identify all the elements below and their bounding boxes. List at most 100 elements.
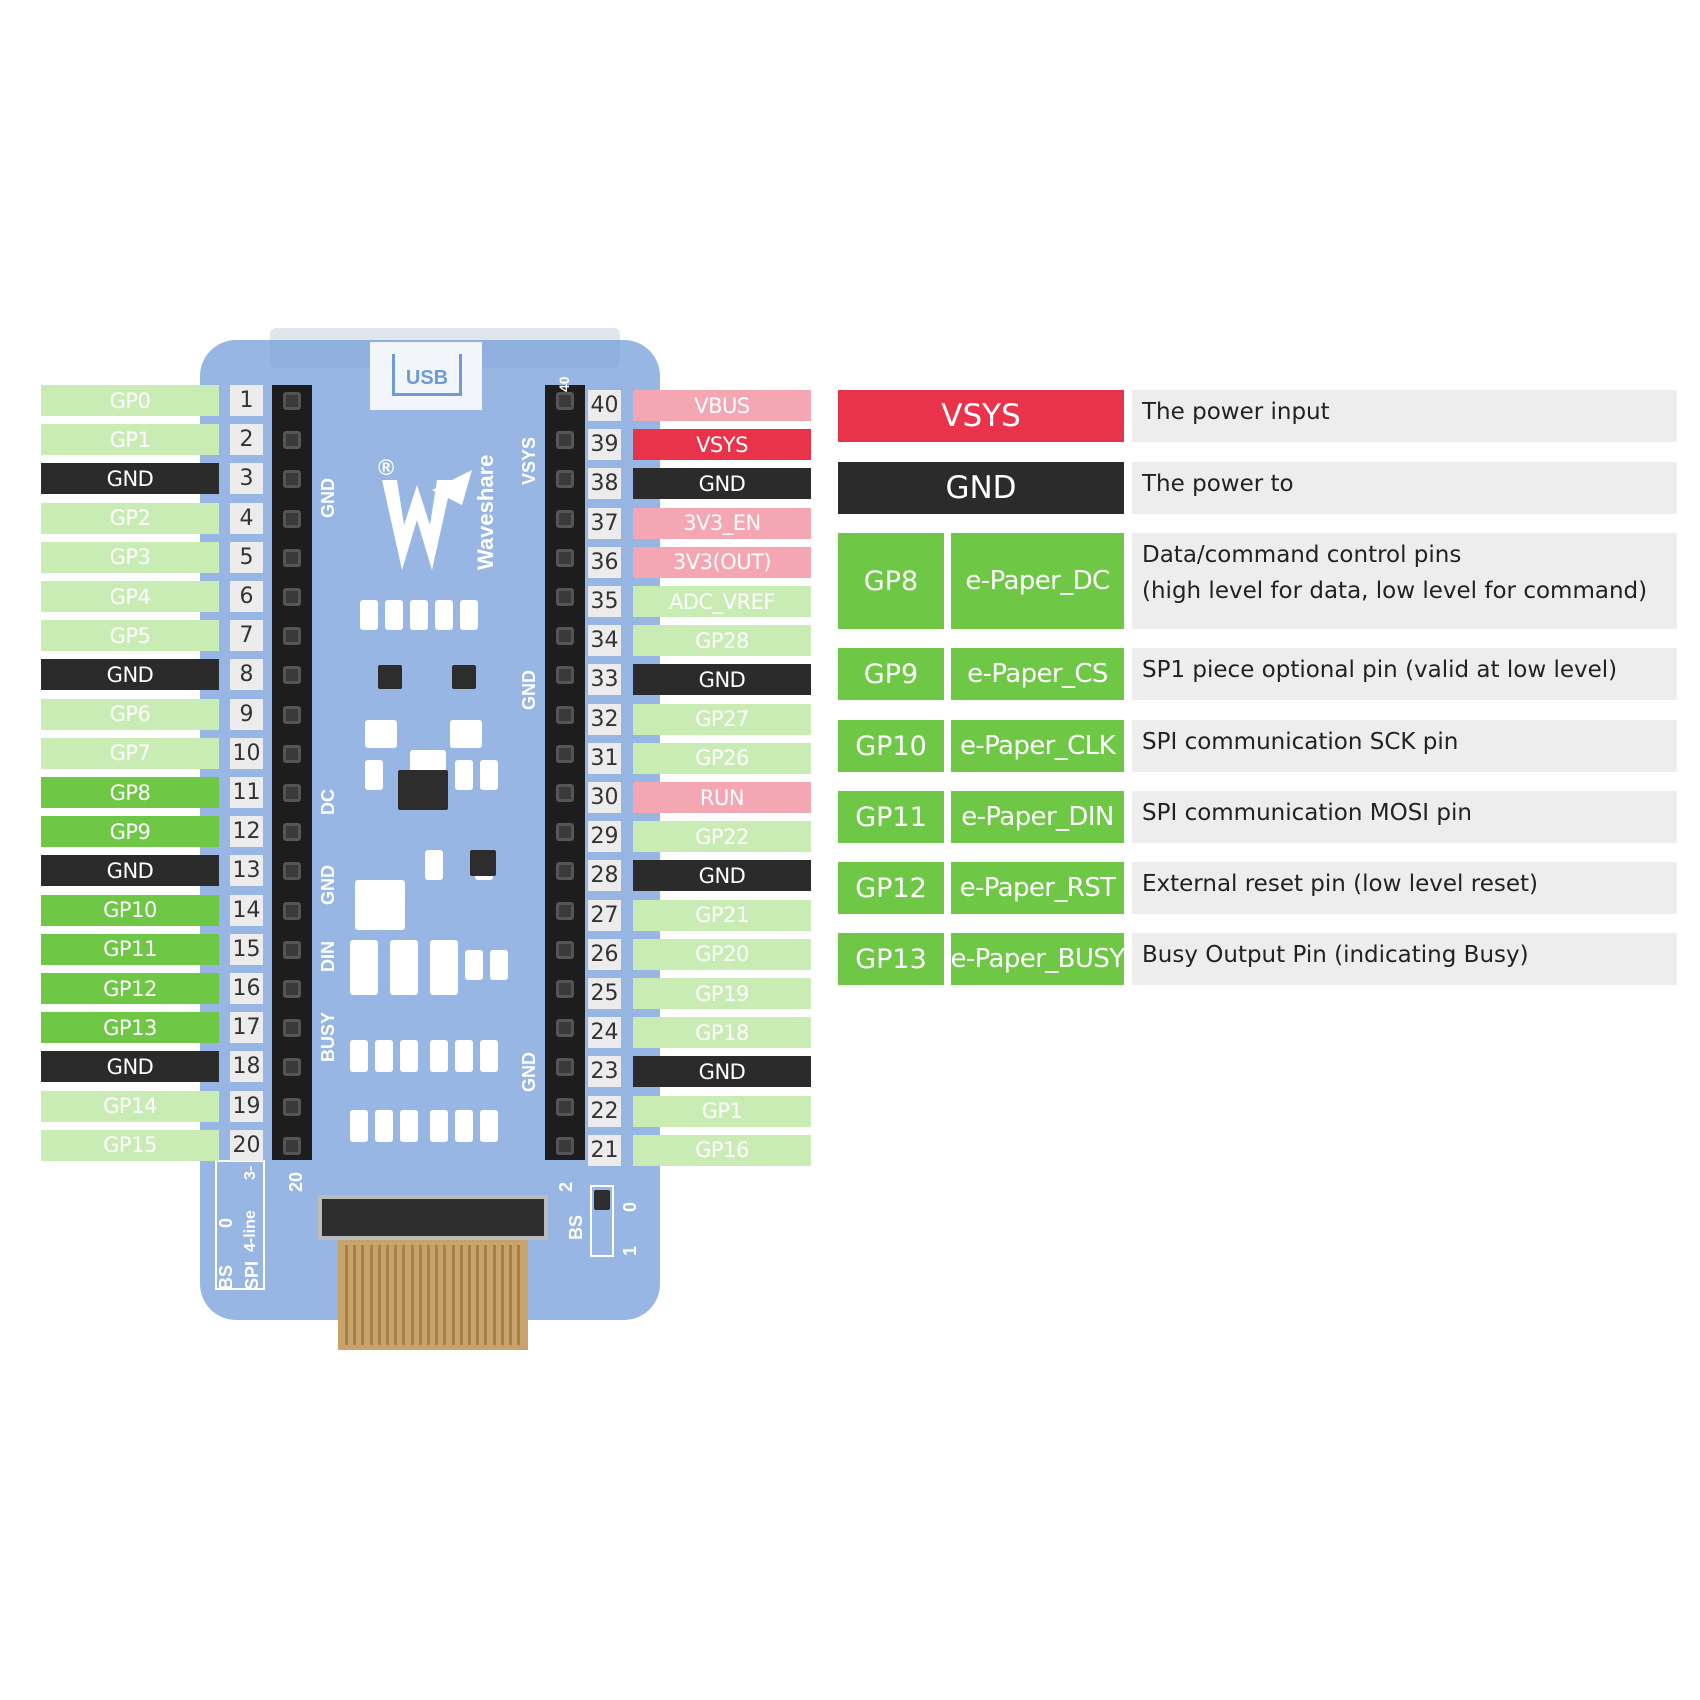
pin-label-gnd: GND (41, 855, 219, 887)
table-description: Data/command control pins(high level for… (1132, 533, 1677, 629)
board-component (430, 1040, 448, 1072)
ffc-trace (459, 1245, 463, 1345)
pin-label-gp1: GP1 (633, 1095, 811, 1127)
pin-label-gnd: GND (633, 860, 811, 892)
pin-number: 3 (230, 463, 263, 495)
pin-label-gp2: GP2 (41, 502, 219, 534)
header-hole (283, 901, 301, 920)
table-pin-vsys: VSYS (838, 390, 1124, 442)
pin-number: 34 (588, 625, 621, 657)
table-function: e-Paper_BUSY (951, 933, 1124, 985)
pin-label-adc_vref: ADC_VREF (633, 586, 811, 617)
header-hole (556, 392, 574, 410)
pin-label-gp9: GP9 (41, 816, 219, 848)
table-description: The power input (1132, 390, 1677, 442)
pin-number: 2 (230, 424, 263, 456)
board-component (350, 1110, 368, 1142)
board-component (480, 1040, 498, 1072)
table-function: e-Paper_DIN (951, 791, 1124, 843)
pin-label-gp6: GP6 (41, 698, 219, 730)
pin-number: 13 (230, 855, 263, 887)
pin-number: 8 (230, 659, 263, 691)
ffc-trace (418, 1245, 422, 1345)
pin-number: 30 (588, 782, 621, 813)
description-line: SP1 piece optional pin (valid at low lev… (1142, 657, 1618, 683)
ffc-trace (509, 1245, 512, 1345)
pin-label-gp5: GP5 (41, 620, 219, 652)
header-hole (556, 980, 574, 998)
header-hole (283, 1019, 301, 1038)
bs-left-spi: SPI (242, 1260, 262, 1290)
board-component (385, 600, 403, 630)
silk-vsys: VSYS (519, 436, 539, 485)
bs-left-zero: 0 (216, 1217, 236, 1228)
pin-number: 6 (230, 581, 263, 612)
header-hole (556, 823, 574, 842)
pin-number: 31 (588, 742, 621, 774)
table-pin-gp9: GP9 (838, 648, 944, 700)
silk-gnd-3: GND (318, 865, 338, 905)
table-description: External reset pin (low level reset) (1132, 862, 1677, 914)
pin-label-gp15: GP15 (41, 1129, 219, 1161)
usb-connector (370, 342, 482, 410)
pin-number: 17 (230, 1012, 263, 1044)
board-component (350, 940, 378, 995)
pin-number: 7 (230, 620, 263, 652)
pin-number: 36 (588, 546, 621, 578)
ffc-trace (500, 1245, 504, 1345)
pin-label-gp1: GP1 (41, 424, 219, 456)
pin-label-3v3(out): 3V3(OUT) (633, 546, 811, 578)
table-pin-gp12: GP12 (838, 862, 944, 914)
pin-number: 38 (588, 468, 621, 500)
ffc-trace (517, 1245, 521, 1345)
pin-number: 29 (588, 821, 621, 853)
pin-label-gp22: GP22 (633, 821, 811, 853)
table-pin-gp11: GP11 (838, 791, 944, 843)
ffc-cable (338, 1240, 528, 1350)
header-hole (283, 666, 301, 685)
header-hole (283, 431, 301, 450)
pin-number: 4 (230, 502, 263, 534)
header-hole (283, 705, 301, 724)
board-component (360, 600, 378, 630)
pin-number: 27 (588, 899, 621, 931)
table-pin-gp8: GP8 (838, 533, 944, 629)
header-hole (556, 901, 574, 920)
silk-gnd-1: GND (318, 478, 338, 518)
ffc-trace (345, 1245, 348, 1345)
pin-label-gp13: GP13 (41, 1012, 219, 1044)
header-hole (556, 1019, 574, 1038)
bs-left-3: 3- (242, 1165, 259, 1180)
board-component (365, 760, 383, 790)
pin-label-gp14: GP14 (41, 1090, 219, 1122)
description-line: (high level for data, low level for comm… (1142, 578, 1648, 604)
pin-number: 14 (230, 894, 263, 926)
pin-label-gp27: GP27 (633, 703, 811, 735)
pin-number: 15 (230, 933, 263, 965)
board-ic (452, 665, 476, 689)
board-component (480, 1110, 498, 1142)
pin-label-gp7: GP7 (41, 737, 219, 769)
left-pin-header (272, 385, 312, 1160)
board-component (430, 1110, 448, 1142)
header-hole (556, 940, 574, 959)
header-hole (283, 940, 301, 959)
header-hole (283, 823, 301, 842)
header-hole (556, 509, 574, 528)
header-hole (283, 862, 301, 881)
pin-number: 25 (588, 978, 621, 1009)
board-component (365, 720, 397, 748)
pin-number: 10 (230, 737, 263, 769)
pin-number: 21 (588, 1134, 621, 1166)
ffc-connector (318, 1195, 548, 1240)
header-hole (283, 1058, 301, 1077)
pin-number: 1 (230, 385, 263, 416)
table-function: e-Paper_DC (951, 533, 1124, 629)
board-component (355, 880, 405, 930)
ffc-trace (492, 1245, 496, 1345)
header-hole (283, 548, 301, 567)
header-hole (556, 1058, 574, 1077)
board-component (490, 950, 508, 980)
header-hole (283, 1136, 301, 1155)
pin-label-gp20: GP20 (633, 938, 811, 970)
